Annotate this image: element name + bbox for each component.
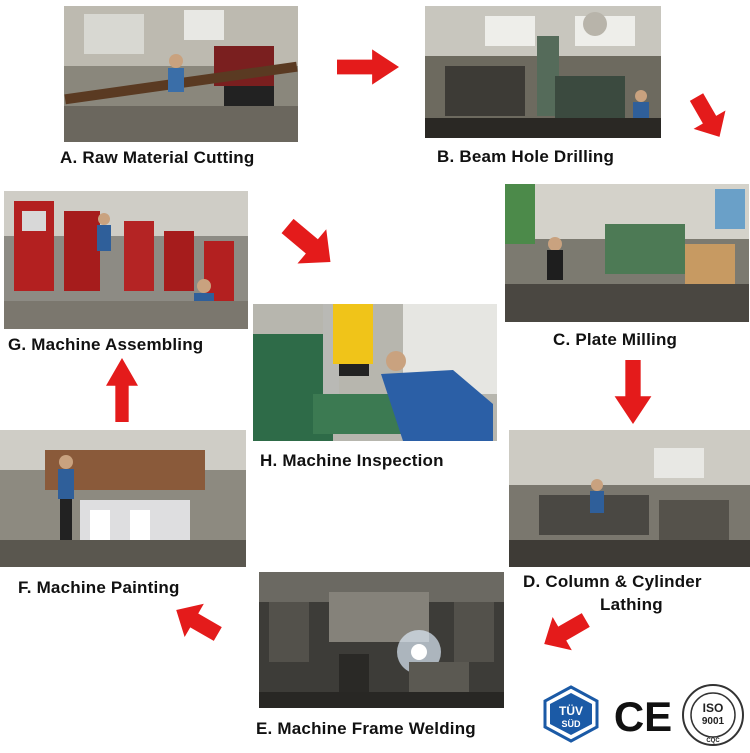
step-label-b: B. Beam Hole Drilling	[437, 147, 614, 167]
step-title: Machine Assembling	[31, 335, 204, 354]
step-title: Machine Frame Welding	[277, 719, 476, 738]
photo-machine-frame-welding	[259, 572, 504, 708]
photo-plate-milling	[505, 184, 749, 322]
step-title: Machine Painting	[36, 578, 180, 597]
step-label-h: H. Machine Inspection	[260, 451, 444, 471]
step-prefix: H.	[260, 451, 278, 470]
arrow-e-to-f-icon	[166, 593, 228, 651]
step-title: Column & Cylinder	[545, 572, 702, 591]
photo-machine-painting	[0, 430, 246, 567]
tuv-sud-logo: TÜV SÜD	[541, 685, 601, 743]
step-label-a: A. Raw Material Cutting	[60, 148, 254, 168]
step-prefix: D.	[523, 572, 541, 591]
step-prefix: G.	[8, 335, 27, 354]
step-title: Plate Milling	[575, 330, 678, 349]
step-label-g: G. Machine Assembling	[8, 335, 203, 355]
step-prefix: C.	[553, 330, 571, 349]
arrow-c-to-d-icon	[610, 360, 656, 424]
photo-column-cylinder-lathing	[509, 430, 750, 567]
step-title: Raw Material Cutting	[82, 148, 255, 167]
step-title: Beam Hole Drilling	[459, 147, 615, 166]
step-prefix: F.	[18, 578, 32, 597]
tuv-line1: TÜV	[559, 703, 583, 718]
arrow-d-to-e-icon	[534, 603, 596, 661]
photo-machine-assembling	[4, 191, 248, 329]
tuv-line2: SÜD	[561, 719, 581, 729]
iso-line1: ISO	[703, 701, 724, 715]
step-prefix: A.	[60, 148, 78, 167]
iso-line2: 9001	[702, 716, 725, 727]
photo-raw-material-cutting	[64, 6, 298, 142]
step-label-d-line2: Lathing	[600, 595, 663, 615]
step-label-d: D. Column & Cylinder	[523, 572, 702, 592]
step-label-c: C. Plate Milling	[553, 330, 677, 350]
ce-text: CE	[614, 693, 672, 739]
arrow-a-to-b-icon	[337, 45, 399, 89]
step-prefix: B.	[437, 147, 455, 166]
step-label-e: E. Machine Frame Welding	[256, 719, 476, 739]
step-title-line2: Lathing	[600, 595, 663, 614]
arrow-b-to-c-icon	[680, 87, 736, 147]
step-label-f: F. Machine Painting	[18, 578, 180, 598]
photo-machine-inspection	[253, 304, 497, 441]
iso-line3: CQC	[706, 738, 720, 744]
arrow-g-to-h-icon	[273, 208, 345, 280]
iso-9001-logo: ISO 9001 CQC	[680, 682, 746, 748]
photo-beam-hole-drilling	[425, 6, 661, 138]
ce-mark-logo: CE	[614, 691, 672, 740]
step-title: Machine Inspection	[282, 451, 444, 470]
arrow-f-to-g-icon	[102, 358, 142, 422]
step-prefix: E.	[256, 719, 273, 738]
